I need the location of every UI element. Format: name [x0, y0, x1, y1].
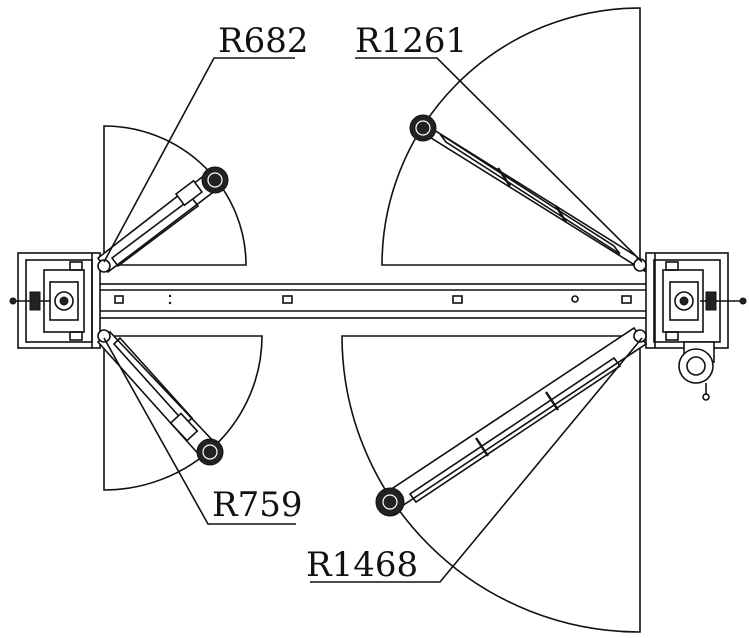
- beam-slot-1: [114, 295, 124, 304]
- swing-arcs: [103, 7, 641, 633]
- left-column: [9, 252, 101, 349]
- label-r1468: R1468: [306, 545, 418, 585]
- dimension-leaders: R682 R1261 R759 R1468: [103, 21, 643, 585]
- arc-front-right: [381, 7, 641, 266]
- beam-slot-2: [282, 295, 293, 304]
- pad-front-left: [201, 166, 229, 194]
- label-r1261: R1261: [355, 21, 467, 61]
- beam-outer: [91, 283, 656, 319]
- beam-slot-3: [452, 295, 463, 304]
- pad-rear-right: [375, 487, 405, 517]
- arm-rear-left: [96, 329, 224, 466]
- arm-front-left: [96, 166, 229, 274]
- arm-front-right: [409, 114, 647, 273]
- pad-front-right: [409, 114, 437, 142]
- label-r682: R682: [218, 21, 309, 61]
- beam-slot-4: [621, 295, 632, 304]
- arm-rear-right: [375, 326, 648, 517]
- right-column: [645, 252, 747, 401]
- main-beam: [91, 283, 656, 319]
- label-r759: R759: [212, 485, 303, 525]
- motor: [678, 348, 714, 384]
- arc-rear-right: [341, 335, 641, 633]
- pad-rear-left: [196, 438, 224, 466]
